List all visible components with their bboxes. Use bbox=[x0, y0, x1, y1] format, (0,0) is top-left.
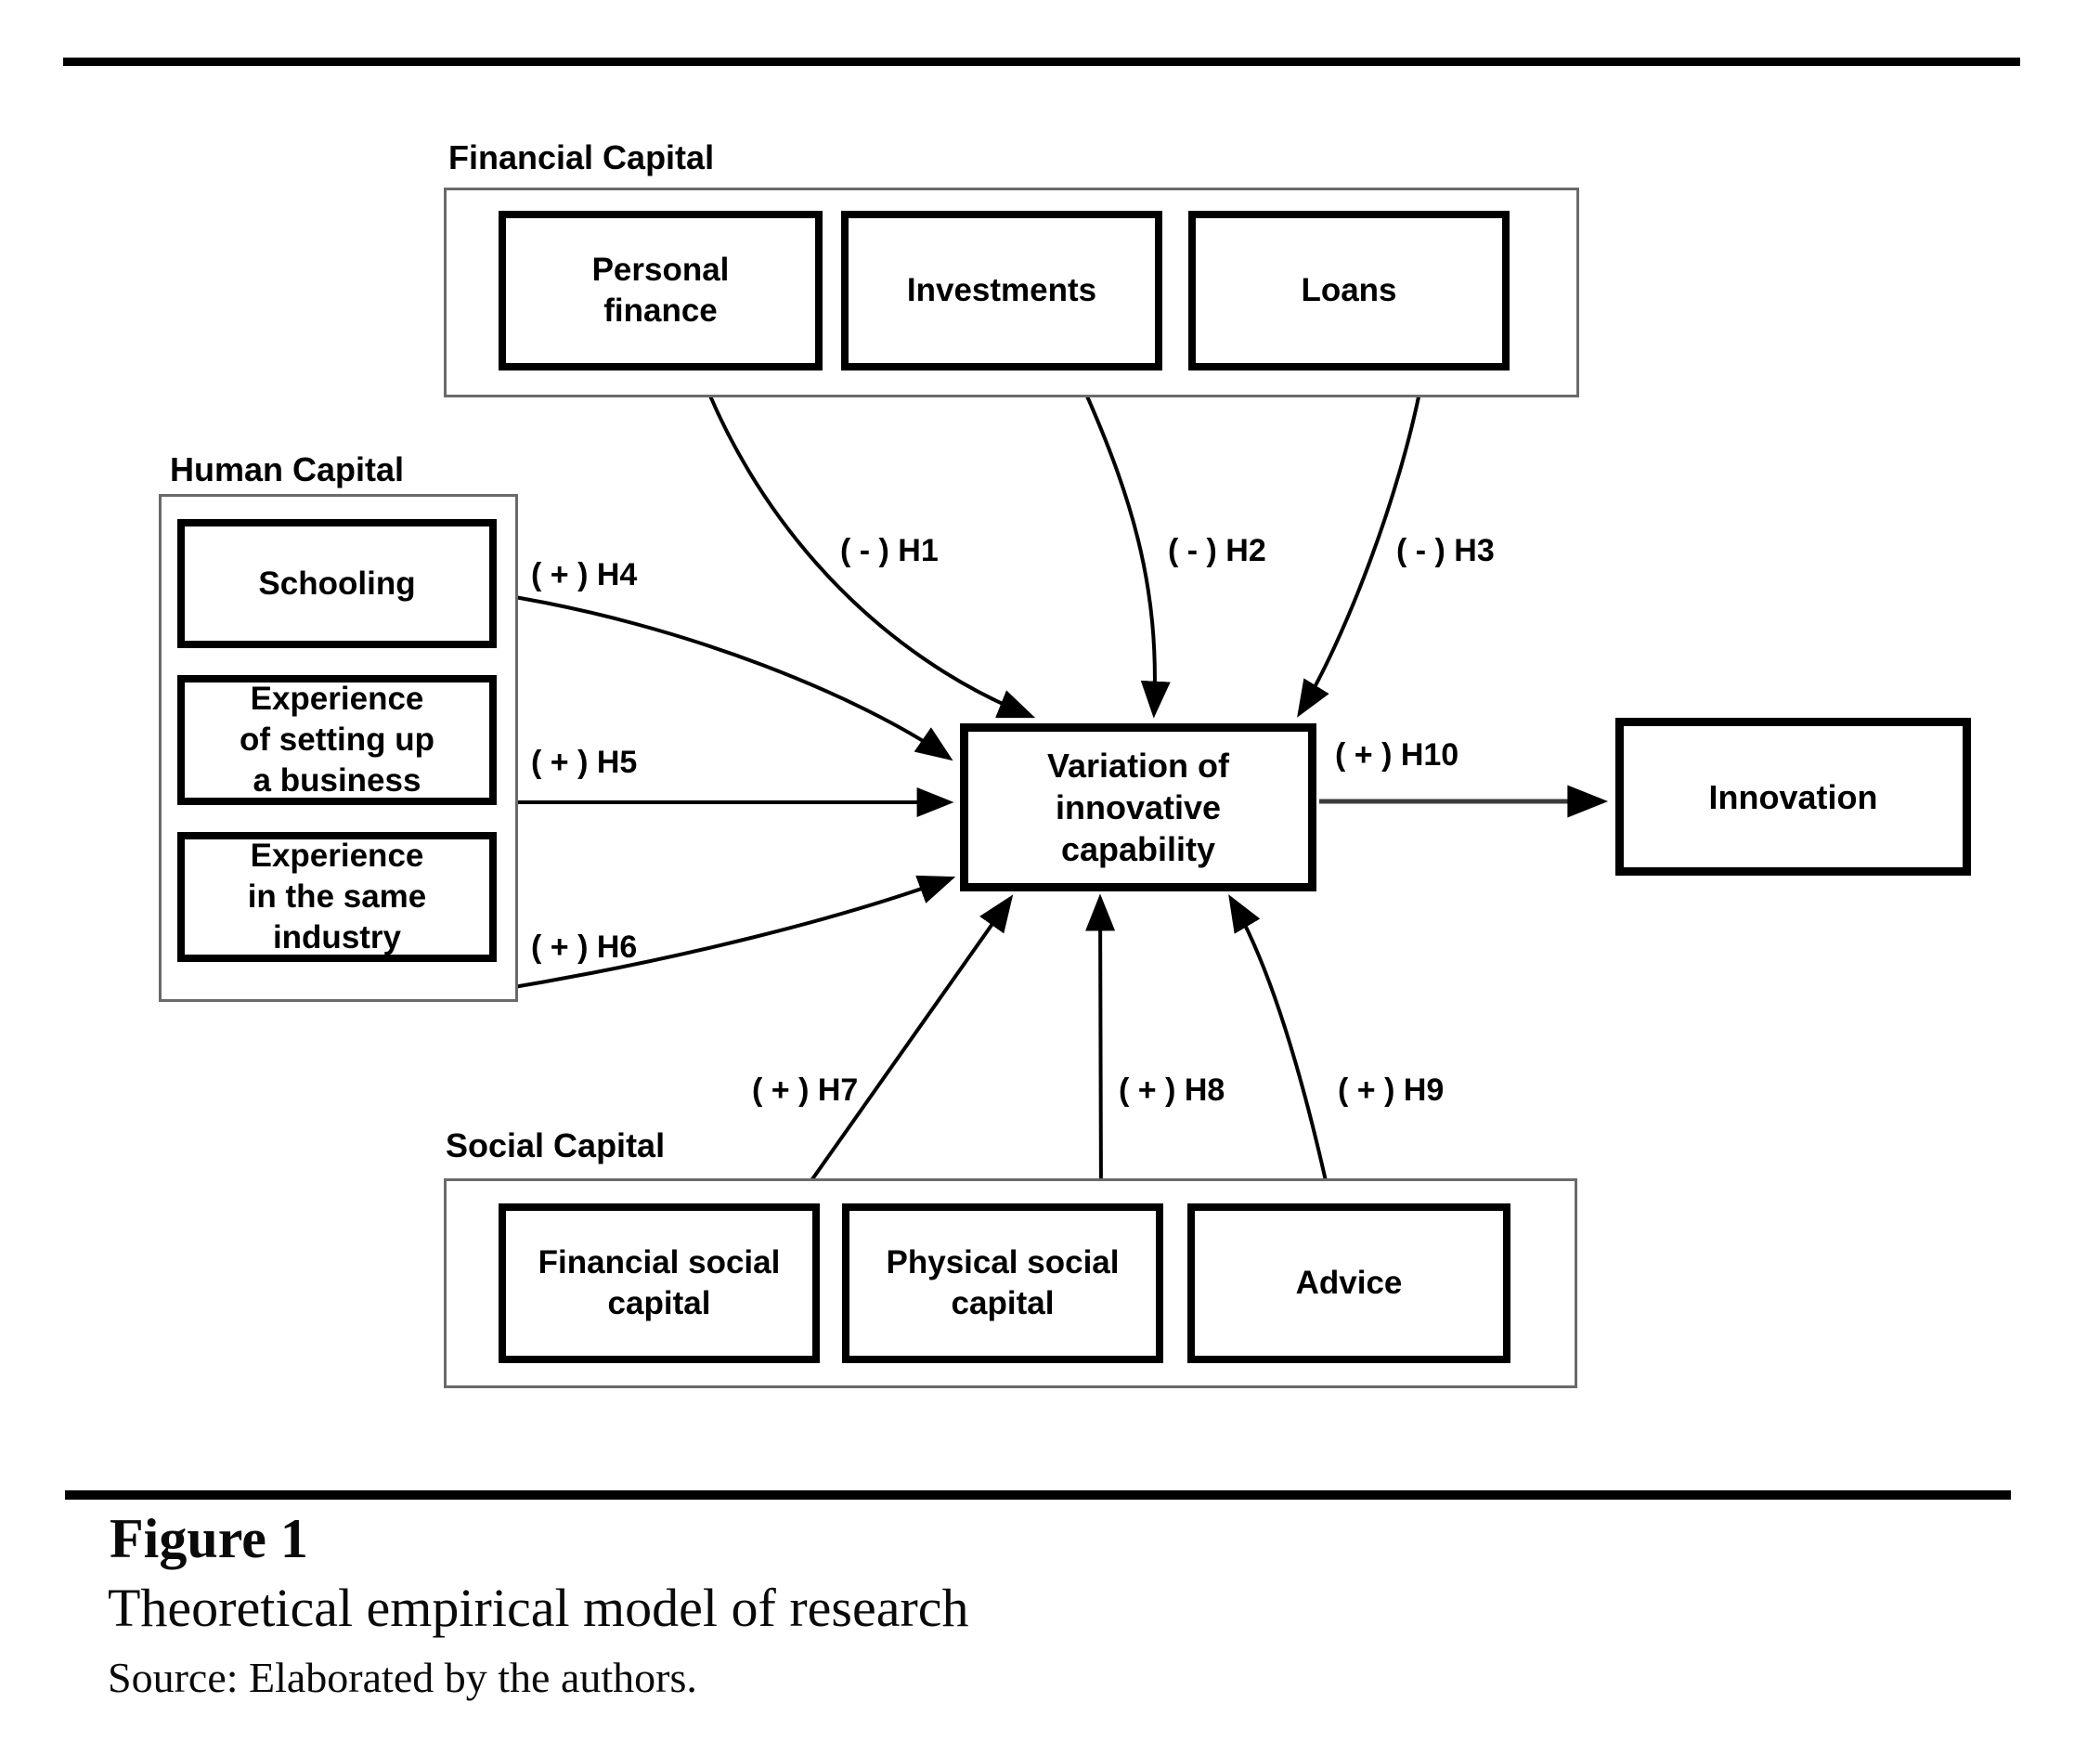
box-variation-innovative-capability: Variation of innovative capability bbox=[960, 723, 1316, 891]
hypothesis-label-h8: ( + ) H8 bbox=[1119, 1072, 1225, 1108]
hypothesis-label-h10: ( + ) H10 bbox=[1335, 737, 1459, 773]
box-innovation: Innovation bbox=[1615, 718, 1971, 876]
box-advice: Advice bbox=[1187, 1203, 1510, 1363]
hypothesis-label-h7: ( + ) H7 bbox=[752, 1072, 859, 1108]
hypothesis-label-h3: ( - ) H3 bbox=[1396, 533, 1495, 568]
top-rule bbox=[63, 58, 2020, 66]
arrow-h9 bbox=[1228, 894, 1332, 1202]
hypothesis-label-h2: ( - ) H2 bbox=[1168, 533, 1266, 568]
arrow-h2 bbox=[1075, 372, 1171, 719]
arrow-h8 bbox=[1085, 893, 1116, 1202]
hypothesis-label-h5: ( + ) H5 bbox=[531, 745, 638, 780]
box-loans: Loans bbox=[1188, 211, 1510, 370]
group-label-human-capital: Human Capital bbox=[170, 450, 405, 488]
box-financial-social-capital: Financial social capital bbox=[499, 1203, 820, 1363]
arrow-h4 bbox=[497, 592, 953, 761]
group-label-financial-capital: Financial Capital bbox=[448, 138, 715, 176]
figure-number: Figure 1 bbox=[110, 1508, 308, 1569]
caption-rule bbox=[65, 1490, 2011, 1500]
box-personal-finance: Personal finance bbox=[499, 211, 823, 370]
group-label-social-capital: Social Capital bbox=[446, 1126, 666, 1164]
box-investments: Investments bbox=[841, 211, 1162, 370]
arrow-h7 bbox=[795, 894, 1014, 1203]
box-schooling: Schooling bbox=[177, 519, 497, 648]
hypothesis-label-h1: ( - ) H1 bbox=[840, 533, 939, 568]
box-experience-setting-up-business: Experience of setting up a business bbox=[177, 675, 497, 805]
figure-source: Source: Elaborated by the authors. bbox=[108, 1654, 697, 1701]
box-physical-social-capital: Physical social capital bbox=[842, 1203, 1163, 1363]
box-experience-same-industry: Experience in the same industry bbox=[177, 832, 497, 962]
hypothesis-label-h4: ( + ) H4 bbox=[531, 557, 638, 592]
hypothesis-label-h6: ( + ) H6 bbox=[531, 930, 638, 965]
hypothesis-label-h9: ( + ) H9 bbox=[1338, 1072, 1445, 1108]
figure-title: Theoretical empirical model of research bbox=[108, 1578, 969, 1638]
